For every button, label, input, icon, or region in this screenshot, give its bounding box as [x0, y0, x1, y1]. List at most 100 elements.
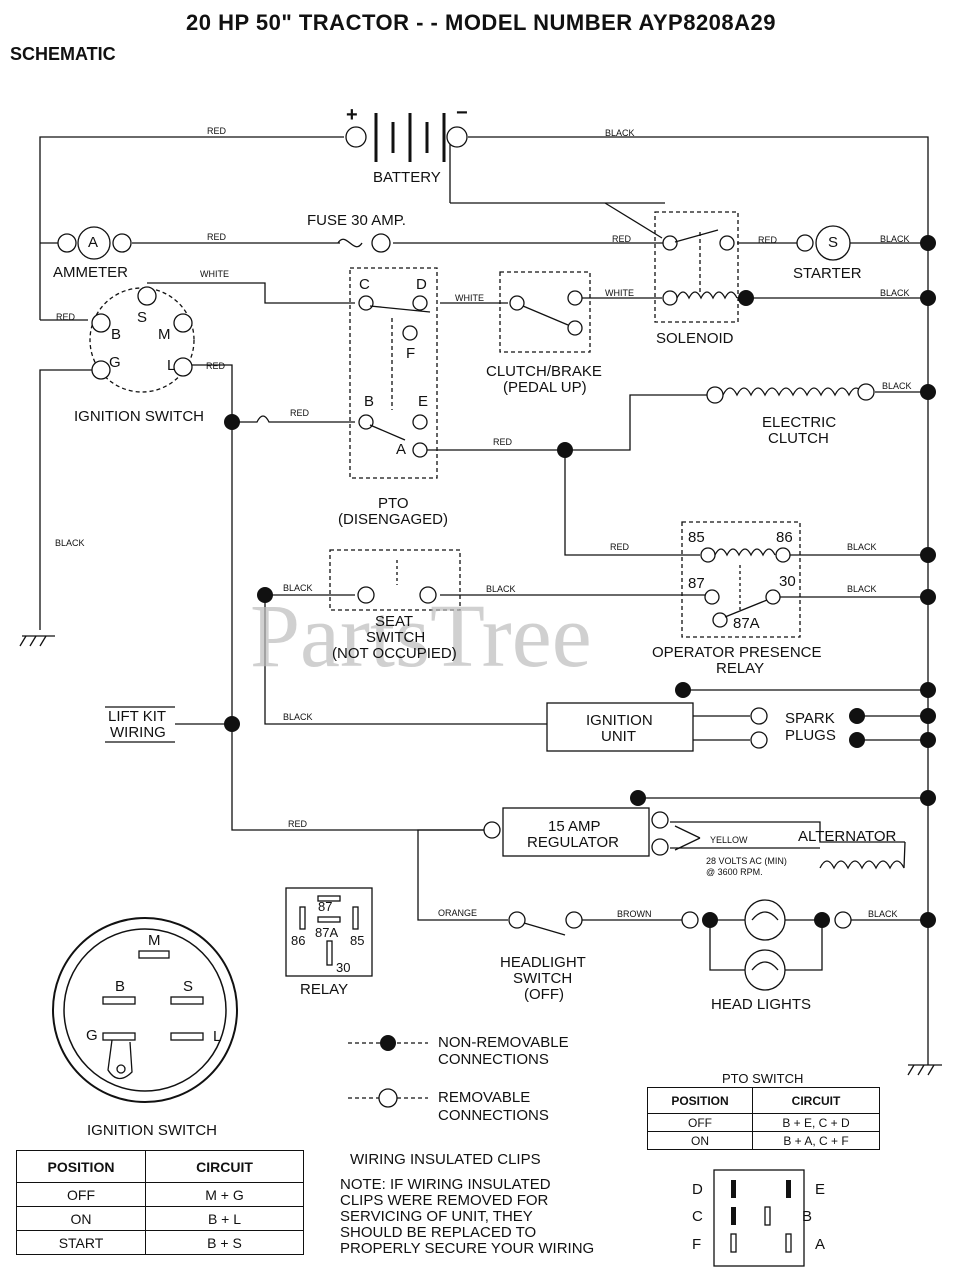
ignition-switch-label: IGNITION SWITCH: [74, 408, 204, 425]
opr-terminal-30: 30: [779, 573, 796, 590]
wire-label-black: BLACK: [283, 583, 313, 593]
ammeter-label: AMMETER: [53, 264, 128, 281]
pto-pin-diagram: [713, 1169, 805, 1267]
battery-minus-sign: −: [456, 102, 468, 124]
pto-terminal-f: F: [406, 345, 416, 362]
headlight-switch-label-line3: (OFF): [524, 986, 564, 1003]
relay-pin-86: 86: [291, 933, 306, 948]
ign-detail-g: G: [86, 1027, 98, 1044]
pto-table-cell: B + E, C + D: [752, 1113, 880, 1132]
watermark: PartsTree: [250, 587, 592, 686]
lift-kit-label-line2: WIRING: [110, 724, 166, 741]
relay-pin-85: 85: [350, 933, 365, 948]
wires: [39, 136, 929, 1065]
wire-label-orange: ORANGE: [438, 908, 478, 918]
note-line: SHOULD BE REPLACED TO: [340, 1224, 537, 1241]
lift-kit-label-line1: LIFT KIT: [108, 708, 167, 725]
opr-label-line1: OPERATOR PRESENCE: [652, 644, 822, 661]
ign-terminal-m: M: [158, 326, 171, 343]
clutch-brake-symbol: [499, 271, 591, 353]
ign-terminal-l: L: [167, 357, 176, 374]
pto-table-header-position: POSITION: [647, 1087, 753, 1114]
operator-presence-relay-symbol: [681, 521, 801, 638]
wire-label-black: BLACK: [847, 542, 877, 552]
solenoid-symbol: [654, 211, 739, 323]
ign-table-cell: START: [16, 1230, 146, 1255]
ignition-switch-symbol: [89, 286, 195, 393]
wire-label-black: BLACK: [882, 381, 912, 391]
alternator-note-line1: 28 VOLTS AC (MIN): [706, 856, 787, 866]
pto-label-line2: (DISENGAGED): [338, 511, 449, 528]
note-line: NOTE: IF WIRING INSULATED: [340, 1176, 551, 1193]
relay-pin-87: 87: [318, 899, 333, 914]
relay-label: RELAY: [300, 981, 349, 998]
legend-non-removable-line2: CONNECTIONS: [438, 1051, 549, 1068]
wire-label-black: BLACK: [605, 128, 635, 138]
electric-clutch-label-line1: ELECTRIC: [762, 414, 837, 431]
alternator-label: ALTERNATOR: [798, 828, 897, 845]
wire-label-red: RED: [758, 235, 778, 245]
starter-label: STARTER: [793, 265, 862, 282]
note-line: PROPERLY SECURE YOUR WIRING: [340, 1240, 595, 1257]
wire-label-black: BLACK: [55, 538, 85, 548]
pto-pin-c: C: [692, 1208, 703, 1225]
wire-label-black: BLACK: [880, 234, 910, 244]
pto-terminal-e: E: [418, 393, 429, 410]
relay-pin-87a: 87A: [315, 925, 339, 940]
pto-table-header-circuit: CIRCUIT: [752, 1087, 880, 1114]
ign-terminal-b: B: [111, 326, 122, 343]
head-lights-label: HEAD LIGHTS: [711, 996, 812, 1013]
ign-table-cell: B + S: [145, 1230, 304, 1255]
lift-kit-lines: [105, 706, 175, 743]
ign-detail-m: M: [148, 932, 161, 949]
seat-switch-label-line1: SEAT: [375, 613, 414, 630]
wire-label-brown: BROWN: [617, 909, 652, 919]
wire-label-white: WHITE: [605, 288, 634, 298]
wire-label-white: WHITE: [200, 269, 229, 279]
ignition-unit-label-line2: UNIT: [601, 728, 636, 745]
ammeter-symbol: [57, 226, 132, 260]
pto-symbol: [349, 267, 438, 479]
wire-label-red: RED: [56, 312, 76, 322]
battery-label: BATTERY: [373, 169, 441, 186]
headlight-switch-label-line1: HEADLIGHT: [500, 954, 586, 971]
note-heading: WIRING INSULATED CLIPS: [350, 1151, 541, 1168]
electric-clutch-label-line2: CLUTCH: [768, 430, 829, 447]
wire-label-red: RED: [288, 819, 308, 829]
relay-detail: [285, 887, 373, 977]
wire-label-black: BLACK: [847, 584, 877, 594]
spark-plugs-label-line2: PLUGS: [785, 727, 836, 744]
wire-label-red: RED: [290, 408, 310, 418]
pto-pin-f: F: [692, 1236, 702, 1253]
wire-label-white: WHITE: [455, 293, 484, 303]
note-body: NOTE: IF WIRING INSULATED CLIPS WERE REM…: [340, 1177, 594, 1257]
pto-pin-b: B: [802, 1208, 813, 1225]
headlight-switch-symbol: [508, 911, 852, 936]
regulator-label-line1: 15 AMP: [548, 818, 601, 835]
head-lights-symbol: [744, 899, 786, 991]
wire-label-red: RED: [206, 361, 226, 371]
ign-table-cell: OFF: [16, 1182, 146, 1207]
ign-table-cell: M + G: [145, 1182, 304, 1207]
wire-label-red: RED: [610, 542, 630, 552]
pto-pin-d: D: [692, 1181, 703, 1198]
pto-table-cell: OFF: [647, 1113, 753, 1132]
wire-label-black: BLACK: [283, 712, 313, 722]
ground-symbols: [19, 635, 942, 1076]
wire-label-yellow: YELLOW: [710, 835, 748, 845]
starter-letter: S: [828, 234, 839, 251]
clutch-brake-label-line2: (PEDAL UP): [503, 379, 587, 396]
pto-terminal-d: D: [416, 276, 427, 293]
ign-terminal-s: S: [137, 309, 148, 326]
note-line: CLIPS WERE REMOVED FOR: [340, 1192, 549, 1209]
pto-terminal-a: A: [396, 441, 407, 458]
page-title: 20 HP 50" TRACTOR - - MODEL NUMBER AYP82…: [185, 10, 777, 35]
wire-label-red: RED: [207, 232, 227, 242]
ignition-unit-box: [546, 702, 768, 752]
pto-table-title: PTO SWITCH: [722, 1071, 804, 1086]
pto-table-cell: B + A, C + F: [752, 1131, 880, 1150]
pto-circuit-table: POSITION CIRCUIT OFF B + E, C + D ON B +…: [647, 1087, 880, 1150]
ignition-unit-label-line1: IGNITION: [586, 712, 653, 729]
ign-detail-s: S: [183, 978, 194, 995]
opr-label-line2: RELAY: [716, 660, 765, 677]
